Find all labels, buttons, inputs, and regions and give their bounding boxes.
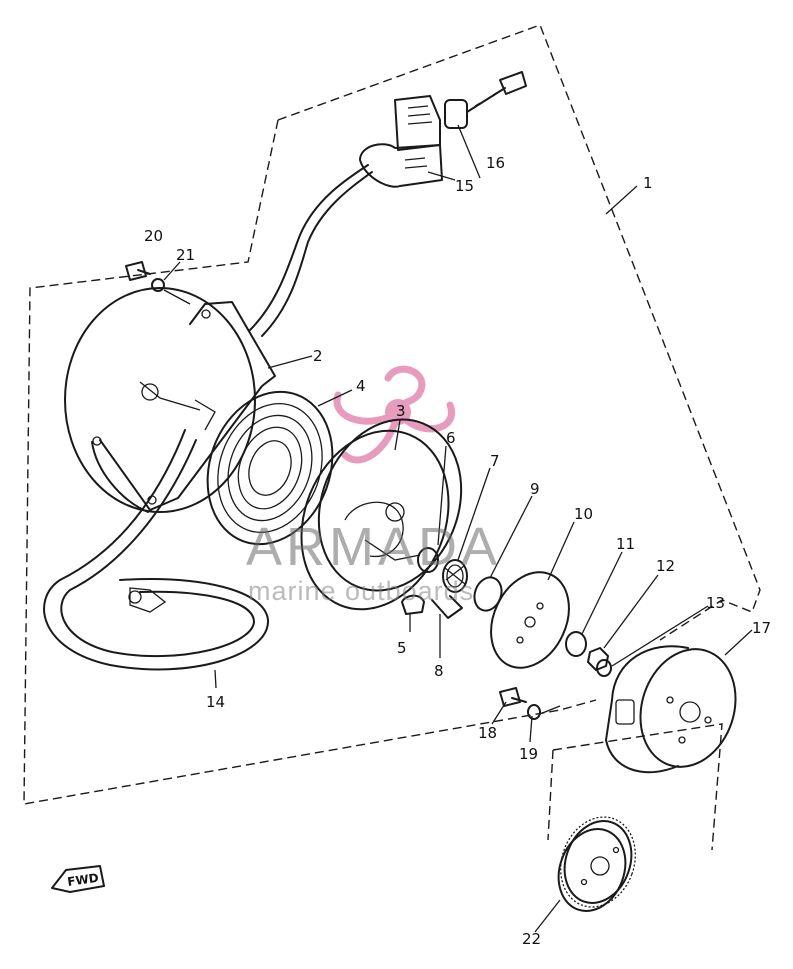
starter-cup [605,645,737,774]
armada-logo-icon [333,365,456,464]
starter-case [64,287,276,513]
spiral-spring [206,390,334,546]
washer-21 [151,278,165,292]
nut-12 [587,647,609,671]
watermark-tagline: marine outboards [248,576,474,606]
leader-lines [163,124,753,933]
callout-4: 4 [356,377,366,395]
callout-5: 5 [397,639,407,657]
callout-9: 9 [530,480,540,498]
callout-16: 16 [486,154,505,172]
gear-bracket-outline [547,723,723,851]
callout-18: 18 [478,724,497,742]
callout-1: 1 [643,174,653,192]
assembly-outline [23,24,761,805]
bolt-18 [499,687,527,707]
rope-reel [300,418,463,611]
friction-spring [442,559,468,593]
starter-handle [359,95,443,188]
starter-rope [43,164,373,671]
callout-8: 8 [434,662,444,680]
callout-15: 15 [455,177,474,195]
callout-17: 17 [752,619,771,637]
callout-13: 13 [706,594,725,612]
callout-7: 7 [490,452,500,470]
callout-21: 21 [176,246,195,264]
washer-11 [565,631,587,657]
bolt-guide-line [163,289,191,305]
bolt-guide-line-2 [539,705,561,715]
fwd-arrow-icon: FWD [51,865,105,893]
callout-3: 3 [396,402,406,420]
bolt-20 [125,261,151,281]
part-numbers: 1 2 3 4 5 6 7 8 9 10 11 12 13 14 15 16 1… [144,154,771,948]
washer-19 [527,704,541,720]
fwd-label: FWD [66,871,99,889]
flywheel-gear [557,816,636,912]
callout-11: 11 [616,535,635,553]
nut-13 [596,659,612,677]
callout-10: 10 [574,505,593,523]
callout-20: 20 [144,227,163,245]
circlip [473,576,503,612]
callout-12: 12 [656,557,675,575]
drive-plate [490,571,570,669]
callout-2: 2 [313,347,323,365]
callout-14: 14 [206,693,225,711]
callout-6: 6 [446,429,456,447]
return-spring [431,595,463,619]
callout-22: 22 [522,930,541,948]
washer-6 [417,547,439,573]
handle-grip-pin [444,71,527,129]
pawl-5 [401,594,425,615]
callout-19: 19 [519,745,538,763]
watermark-brand: ARMADA [246,517,501,577]
